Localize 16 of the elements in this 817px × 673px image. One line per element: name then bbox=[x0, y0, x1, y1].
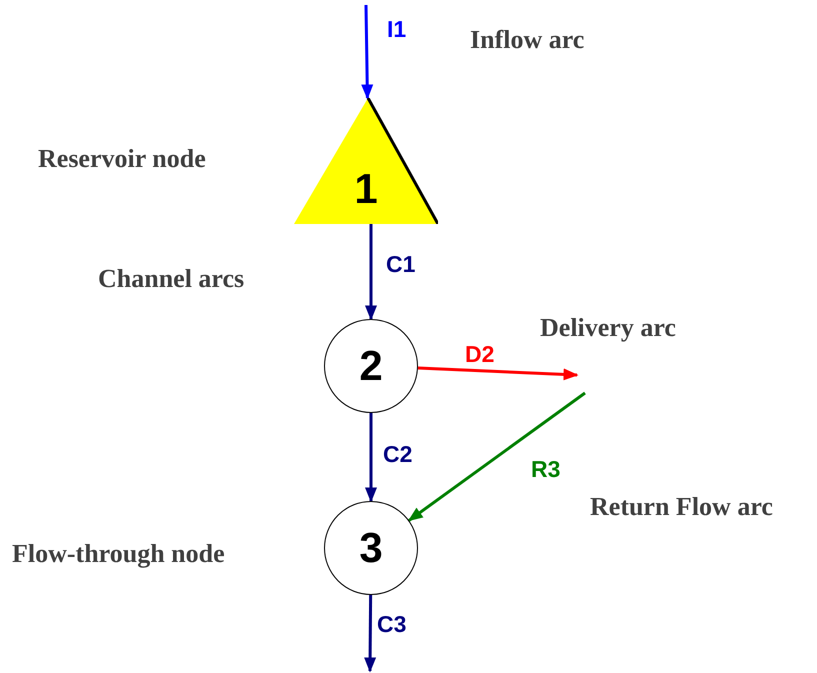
annotation-text: Flow-through node bbox=[12, 541, 225, 567]
annotation-text: Reservoir node bbox=[38, 146, 206, 172]
node-number: 2 bbox=[359, 345, 383, 387]
annotation-text: Delivery arc bbox=[540, 315, 676, 341]
annotation-text: Return Flow arc bbox=[590, 494, 773, 520]
arrow bbox=[365, 413, 377, 502]
annotation-text: Channel arcs bbox=[98, 266, 244, 292]
arrow bbox=[408, 392, 586, 522]
arrow bbox=[364, 594, 376, 672]
annotation-text: Inflow arc bbox=[470, 27, 584, 53]
arrow bbox=[365, 224, 377, 320]
node-number: 1 bbox=[354, 168, 378, 210]
arrow bbox=[418, 366, 578, 380]
arrow bbox=[361, 4, 374, 100]
reservoir-triangle bbox=[294, 98, 438, 224]
node-number: 3 bbox=[359, 527, 383, 569]
